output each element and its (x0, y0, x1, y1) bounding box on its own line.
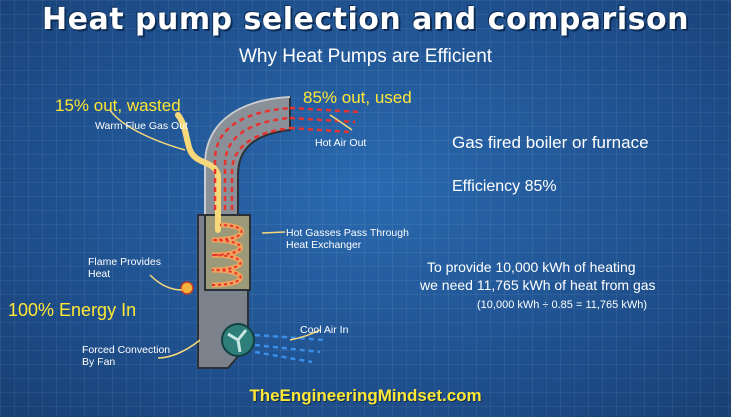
calc-line2: we need 11,765 kWh of heat from gas (420, 277, 656, 293)
exchanger-label-line1: Hot Gasses Pass Through (286, 227, 409, 239)
fan-label-line1: Forced Convection (82, 344, 171, 356)
flue-pipe (175, 112, 221, 233)
page-subtitle: Why Heat Pumps are Efficient (238, 46, 493, 67)
air-output-label: 85% out, used (303, 88, 412, 107)
hot-air-streams (213, 106, 361, 210)
flue-gas-label: Warm Flue Gas Out (95, 120, 188, 132)
hot-air-out-label: Hot Air Out (315, 137, 367, 149)
flame-label-line1: Flame Provides (88, 256, 161, 268)
cool-air-label: Cool Air In (300, 324, 349, 336)
fan-label-line2: By Fan (82, 356, 116, 368)
flame-label-line2: Heat (88, 268, 111, 280)
device-label: Gas fired boiler or furnace (452, 133, 649, 152)
flue-output-label: 15% out, wasted (55, 96, 181, 115)
footer-website: TheEngineeringMindset.com (249, 386, 482, 405)
energy-in-label: 100% Energy In (8, 300, 137, 320)
calc-formula: (10,000 kWh ÷ 0.85 = 11,765 kWh) (477, 299, 648, 311)
flame-icon (180, 281, 194, 295)
efficiency-label: Efficiency 85% (452, 178, 557, 195)
cool-air-streams (254, 333, 326, 364)
calc-line1: To provide 10,000 kWh of heating (427, 259, 636, 275)
exchanger-label-line2: Heat Exchanger (286, 239, 362, 251)
page-title: Heat pump selection and comparison (42, 2, 689, 37)
